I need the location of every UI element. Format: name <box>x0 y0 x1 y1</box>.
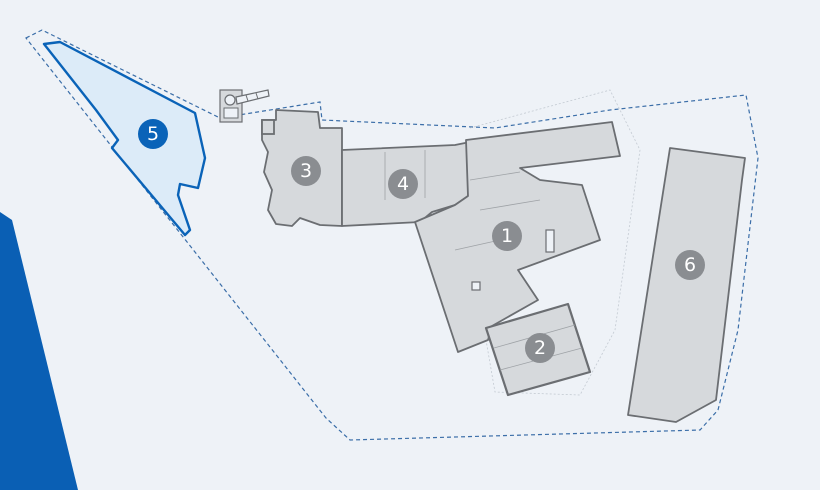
building-5-badge <box>138 119 168 149</box>
building-1-divider <box>454 239 501 251</box>
building-1-stair <box>545 229 555 253</box>
building-1-label: 1 <box>501 225 513 247</box>
building-4-label: 4 <box>397 173 409 195</box>
building-2[interactable]: 2 <box>484 302 592 397</box>
building-1[interactable]: 1 <box>414 121 621 353</box>
building-1-divider <box>469 171 521 181</box>
building-1-divider <box>479 199 541 211</box>
building-3-badge <box>291 156 321 186</box>
building-2-label: 2 <box>534 337 546 359</box>
building-4-badge <box>388 169 418 199</box>
grounds-outline <box>454 89 641 396</box>
building-3-label: 3 <box>300 160 312 182</box>
side-panel-edge <box>0 212 78 490</box>
building-5[interactable]: 5 <box>42 40 207 237</box>
building-2-badge <box>525 333 555 363</box>
building-6-label: 6 <box>684 254 696 276</box>
building-3[interactable]: 3 <box>261 109 343 227</box>
building-5-label: 5 <box>147 123 159 145</box>
building-5-outline <box>42 40 207 237</box>
building-3-annex <box>261 119 275 135</box>
building-6-outline <box>627 147 746 423</box>
building-6-badge <box>675 250 705 280</box>
building-1-badge <box>492 221 522 251</box>
building-6[interactable]: 6 <box>627 147 746 423</box>
gate-icon <box>219 89 270 123</box>
building-1-elevator <box>471 281 481 291</box>
